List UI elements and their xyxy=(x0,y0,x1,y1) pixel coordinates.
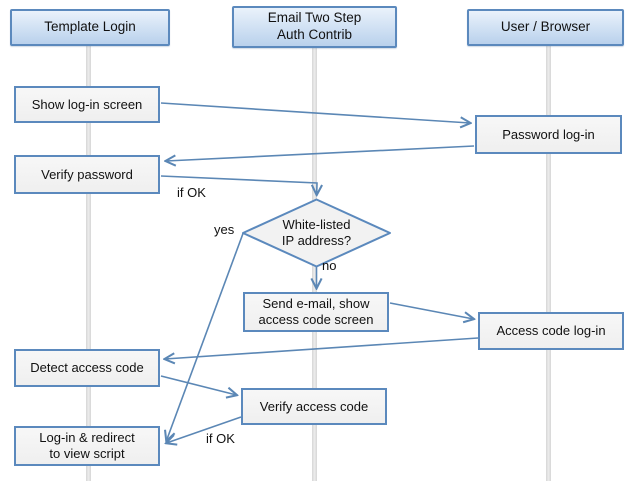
edge-verify-access-ifok-to-login-redirect xyxy=(167,416,242,443)
node-detect-access-code: Detect access code xyxy=(14,349,160,387)
node-verify-password: Verify password xyxy=(14,155,160,194)
edge-send-email-to-access-code-login xyxy=(389,302,474,319)
node-password-login: Password log-in xyxy=(475,115,622,154)
lifeline-user-browser xyxy=(546,46,551,481)
edge-verify-password-to-whitelist xyxy=(160,175,317,195)
edge-password-login-to-verify-password xyxy=(166,145,475,161)
lane-header-email-two-step-auth-contrib: Email Two Step Auth Contrib xyxy=(232,6,397,48)
decision-diamond-shape xyxy=(242,198,391,268)
edge-access-code-login-to-detect xyxy=(165,337,479,359)
edge-show-login-to-password-login xyxy=(160,102,470,123)
node-verify-access-code: Verify access code xyxy=(241,388,387,425)
edge-label-if-ok-bottom: if OK xyxy=(206,431,235,446)
node-access-code-login: Access code log-in xyxy=(478,312,624,350)
node-show-login-screen: Show log-in screen xyxy=(14,86,160,123)
edge-detect-to-verify-access-code xyxy=(160,375,237,395)
node-login-redirect-to-view-script: Log-in & redirect to view script xyxy=(14,426,160,466)
node-send-email-show-access-code: Send e-mail, show access code screen xyxy=(243,292,389,332)
lane-header-template-login: Template Login xyxy=(10,9,170,46)
lifeline-template-login xyxy=(86,46,91,481)
node-whitelisted-ip-decision: White-listed IP address? xyxy=(281,217,352,248)
edge-whitelist-yes-to-login-redirect xyxy=(167,233,244,441)
edge-label-yes: yes xyxy=(214,222,235,237)
lane-header-user-browser: User / Browser xyxy=(467,9,624,46)
edge-label-no: no xyxy=(322,258,337,273)
edge-label-if-ok-top: if OK xyxy=(177,185,206,200)
